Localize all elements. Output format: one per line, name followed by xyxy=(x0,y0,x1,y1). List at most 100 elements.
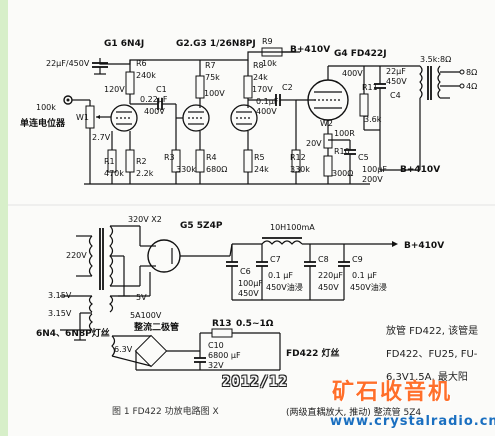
r7-label: R7 xyxy=(205,61,216,70)
c4-value: 22μF xyxy=(386,67,406,76)
heater1-label: 3.15V xyxy=(48,291,72,300)
r5-value: 24k xyxy=(254,165,269,174)
r1-value: 470k xyxy=(104,169,124,178)
v20-label: 20V xyxy=(306,139,322,148)
g5-rectifier-tube xyxy=(147,239,181,273)
c1-voltage: 400V xyxy=(144,107,165,116)
r13-resistor xyxy=(211,328,233,338)
r3-value: 330k xyxy=(176,165,196,174)
bplus-arrow-icon xyxy=(392,241,398,247)
watermark-cn: 矿石收音机 xyxy=(332,380,453,405)
mains-label: 220V xyxy=(66,251,87,260)
r9-value: 10k xyxy=(262,59,277,68)
r2-label: R2 xyxy=(136,157,147,166)
r2-value: 2.2k xyxy=(136,169,154,178)
psu-bplus-label: B+410V xyxy=(404,241,444,251)
watermark-url: www.crystalradio.cn xyxy=(330,414,495,429)
g5-label: G5 5Z4P xyxy=(180,221,223,231)
v27-label: 2.7V xyxy=(92,133,111,142)
c1-label: C1 xyxy=(156,85,167,94)
c8-label: C8 xyxy=(318,255,329,264)
5v-label: 5V xyxy=(136,293,147,302)
r6-value: 240k xyxy=(136,71,156,80)
r12-label: R12 xyxy=(290,153,306,162)
figure-caption: 图 1 FD422 功放电路图 X xyxy=(112,407,219,417)
bridge-cn-label: 整流二极管 xyxy=(133,321,179,333)
side-text-line3: 6.3V1.5A, 最大阳 xyxy=(386,372,468,383)
w2-label: W2 xyxy=(320,119,333,128)
c6-value: 100μF xyxy=(238,279,263,288)
g1-tube xyxy=(110,104,138,132)
v100-label: 100V xyxy=(204,89,225,98)
out-8-label: 8Ω xyxy=(466,68,477,77)
c5-voltage: 200V xyxy=(362,175,383,184)
choke-coil xyxy=(261,240,303,245)
c7-value: 0.1 μF xyxy=(268,271,293,280)
r4-resistor xyxy=(195,149,205,173)
c5-label: C5 xyxy=(358,153,369,162)
side-text-line4: (两级直耦放大, 推动) 整流管 5Z4 xyxy=(286,408,422,418)
c-in-label: 22μF/450V xyxy=(46,59,90,68)
w1-label: W1 xyxy=(76,113,89,122)
ot-secondary xyxy=(437,65,441,99)
r6-resistor xyxy=(125,71,135,95)
side-text-line2: FD422、FU25, FU- xyxy=(386,349,478,360)
c9-value: 0.1 μF xyxy=(352,271,377,280)
ot-primary xyxy=(419,65,423,99)
r5-label: R5 xyxy=(254,153,265,162)
c10-label: C10 xyxy=(208,341,224,350)
r10-label: R10 xyxy=(334,147,350,156)
v400-label: 400V xyxy=(342,69,363,78)
g23-label: G2.G3 1/26N8PJ xyxy=(176,39,256,49)
6v3-label: 6.3V xyxy=(114,345,133,354)
out-4-label: 4Ω xyxy=(466,82,477,91)
r7-resistor xyxy=(195,75,205,99)
c2-label: C2 xyxy=(282,83,293,92)
c6-voltage: 450V xyxy=(238,289,259,298)
g3-tube xyxy=(230,104,258,132)
bridge-rectifier xyxy=(134,334,168,368)
wire xyxy=(111,355,152,367)
v120-label: 120V xyxy=(104,85,125,94)
fd-heater-label: FD422 灯丝 xyxy=(286,347,340,359)
pot-value: 100k xyxy=(36,103,56,112)
heater-winding-1 xyxy=(88,295,93,313)
g1-label: G1 6N4J xyxy=(104,39,144,49)
r13-label: R13 xyxy=(212,319,231,329)
bplus2-label: B+410V xyxy=(400,165,440,175)
bridge-rating-label: 5A100V xyxy=(130,311,162,320)
side-text-line1: 放管 FD422, 该管是 xyxy=(386,326,479,337)
left-margin-strip xyxy=(0,0,8,436)
mains-primary xyxy=(88,235,93,277)
r11-value: 3.6k xyxy=(364,115,382,124)
hv-label: 320V X2 xyxy=(128,215,162,224)
r11-resistor xyxy=(359,93,369,117)
heater-cn-label: 6N4、6N8P灯丝 xyxy=(36,327,110,339)
output-4-terminal xyxy=(459,83,465,89)
r1-label: R1 xyxy=(104,157,115,166)
c2-voltage: 400V xyxy=(256,107,277,116)
c10-value: 6800 μF xyxy=(208,351,241,360)
c10-voltage: 32V xyxy=(208,361,224,370)
r100-label: 100R xyxy=(334,129,355,138)
bplus1-label: B+410V xyxy=(290,45,330,55)
r11-label: R11 xyxy=(362,83,378,92)
r8-label: R8 xyxy=(253,61,264,70)
pot-wiper-arrow xyxy=(96,115,100,119)
r9-label: R9 xyxy=(262,37,273,46)
r100-resistor xyxy=(323,133,333,149)
c9-voltage: 450V油浸 xyxy=(350,282,387,292)
v170-label: 170V xyxy=(252,85,273,94)
heater2-label: 3.15V xyxy=(48,309,72,318)
heater-winding-2 xyxy=(88,313,93,331)
r2-resistor xyxy=(125,149,135,173)
r10-value: 300Ω xyxy=(332,169,353,178)
c4-label: C4 xyxy=(390,91,401,100)
5v-winding xyxy=(109,295,114,313)
c1-value: 0.22μF xyxy=(140,95,168,104)
c8-voltage: 450V xyxy=(318,283,339,292)
c7-voltage: 450V油浸 xyxy=(266,282,303,292)
c9-label: C9 xyxy=(352,255,363,264)
